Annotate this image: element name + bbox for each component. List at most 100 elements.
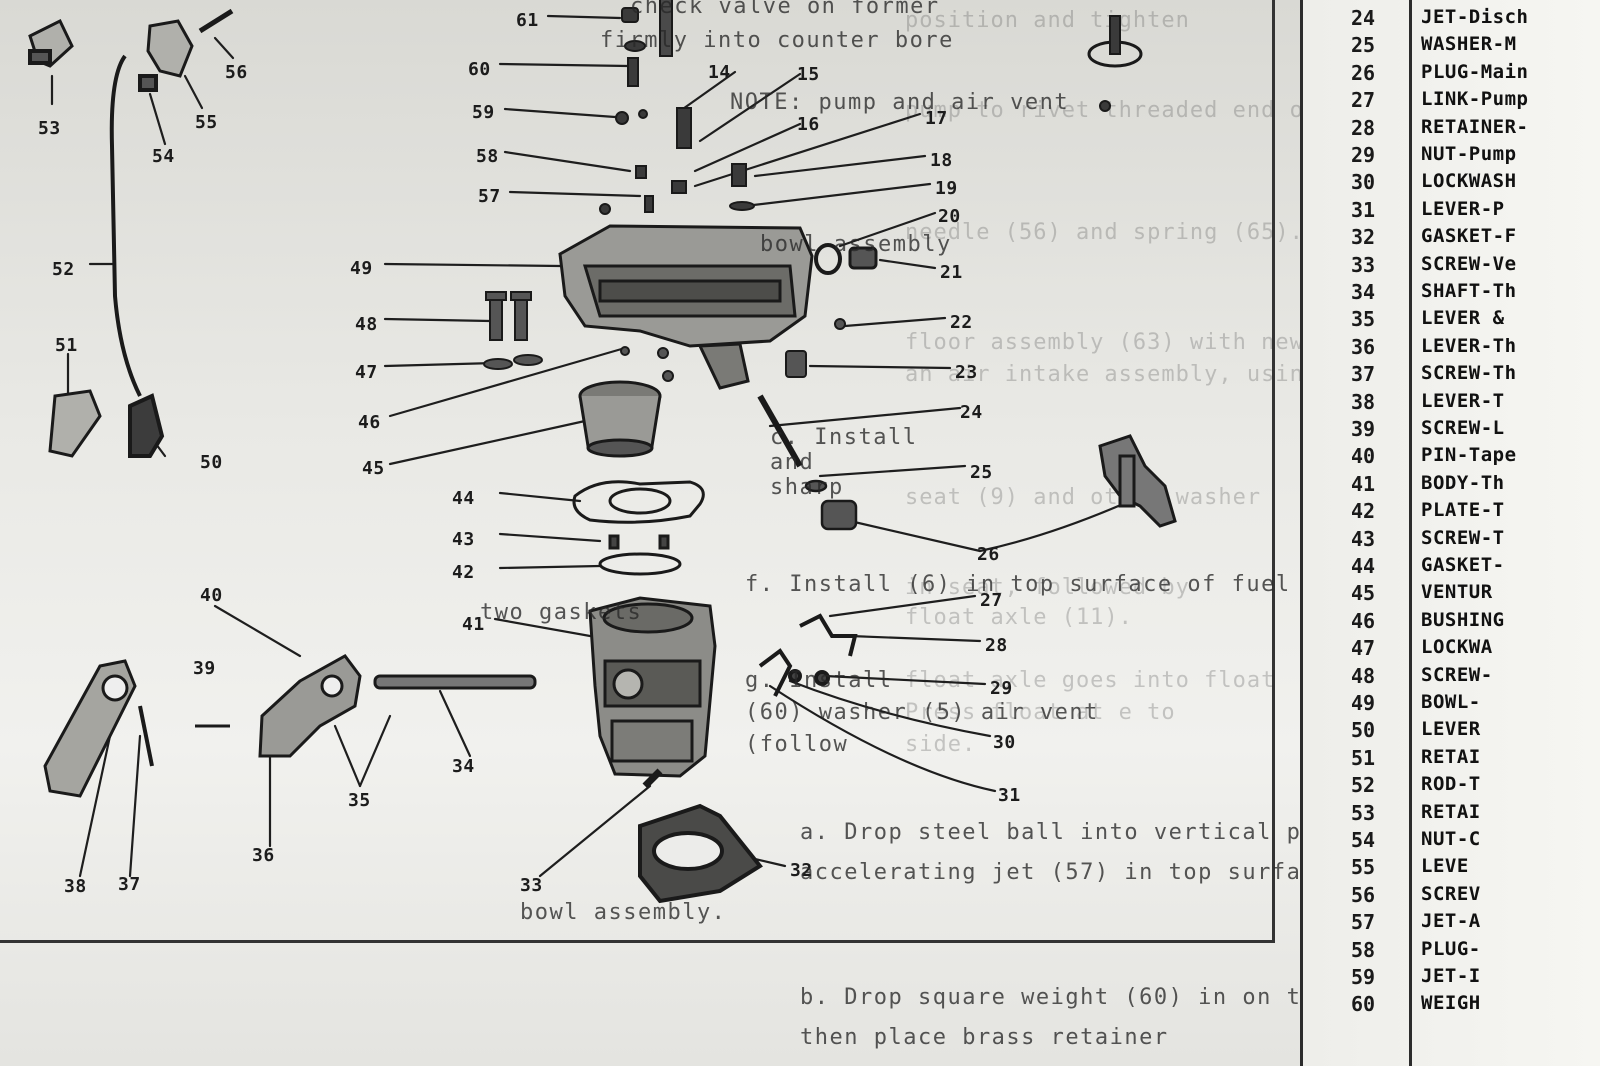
table-row: 54 NUT-C: [1303, 828, 1600, 855]
part-name: GASKET-: [1421, 554, 1505, 576]
part-number: 38: [1350, 389, 1376, 414]
part-number: 45: [1350, 581, 1376, 606]
part-number: 49: [1350, 691, 1376, 715]
carburetor-exploded-diagram: [28, 0, 1177, 904]
part-number: 56: [1350, 882, 1376, 907]
part-name: SCREW-Ve: [1421, 252, 1517, 275]
part-name: SCREW-: [1421, 663, 1493, 686]
part-name: PIN-Tape: [1421, 444, 1517, 467]
part-name: ROD-T: [1421, 773, 1481, 796]
part-name: RETAI: [1421, 800, 1481, 823]
part-number: 39: [1350, 417, 1376, 441]
part-number: 44: [1350, 554, 1376, 578]
table-row: 48 SCREW-: [1303, 664, 1600, 691]
table-row: 59 JET-I: [1303, 965, 1600, 992]
part-number: 24: [1350, 6, 1376, 30]
table-row: 46 BUSHING: [1303, 609, 1600, 636]
part-name: NUT-C: [1421, 828, 1481, 850]
part-name: JET-I: [1421, 965, 1481, 987]
table-row: 35 LEVER &: [1303, 307, 1600, 334]
part-name: LEVER &: [1421, 307, 1505, 330]
part-name: LEVER: [1421, 718, 1481, 741]
part-name: SCREV: [1421, 882, 1481, 905]
part-number: 42: [1350, 499, 1376, 524]
part-name: SCREW-Th: [1421, 362, 1517, 385]
part-number: 37: [1350, 362, 1376, 387]
part-name: SCREW-L: [1421, 417, 1505, 439]
table-row: 53 RETAI: [1303, 801, 1600, 828]
part-number: 43: [1350, 526, 1376, 551]
part-number: 50: [1350, 718, 1376, 743]
part-name: LEVE: [1421, 855, 1469, 878]
part-name: LEVER-Th: [1421, 334, 1517, 357]
table-row: 43 SCREW-T: [1303, 527, 1600, 554]
part-name: PLUG-: [1421, 937, 1481, 960]
part-name: SCREW-T: [1421, 526, 1505, 549]
table-row: 30 LOCKWASH: [1303, 170, 1600, 197]
part-number: 47: [1350, 636, 1376, 661]
part-number: 48: [1350, 663, 1376, 688]
table-row: 44 GASKET-: [1303, 554, 1600, 581]
part-name: SHAFT-Th: [1421, 280, 1517, 302]
part-name: BOWL-: [1421, 691, 1481, 713]
part-name: LOCKWA: [1421, 636, 1493, 659]
instruction-line: then place brass retainer: [800, 1025, 1169, 1050]
part-number: 46: [1350, 608, 1376, 633]
table-row: 50 LEVER: [1303, 718, 1600, 745]
part-name: GASKET-F: [1421, 225, 1517, 248]
table-row: 36 LEVER-Th: [1303, 335, 1600, 362]
table-row: 55 LEVE: [1303, 855, 1600, 882]
part-number: 53: [1350, 800, 1376, 825]
part-number: 36: [1350, 334, 1376, 359]
table-row: 52 ROD-T: [1303, 773, 1600, 800]
part-number: 33: [1350, 252, 1376, 277]
part-number: 52: [1350, 773, 1376, 798]
table-row: 49 BOWL-: [1303, 691, 1600, 718]
table-row: 57 JET-A: [1303, 910, 1600, 937]
part-number: 57: [1350, 910, 1376, 935]
part-number: 51: [1350, 745, 1376, 770]
part-number: 58: [1350, 937, 1376, 962]
part-number: 32: [1350, 225, 1376, 250]
part-number: 55: [1350, 855, 1376, 880]
table-row: 56 SCREV: [1303, 883, 1600, 910]
part-name: JET-Disch: [1421, 6, 1529, 28]
table-row: 45 VENTUR: [1303, 581, 1600, 608]
part-name: LOCKWASH: [1421, 170, 1517, 193]
part-number: 60: [1350, 992, 1376, 1017]
exploded-diagram-frame: [0, 0, 1275, 943]
part-number: 41: [1350, 471, 1376, 496]
part-name: JET-A: [1421, 910, 1481, 933]
part-name: PLUG-Main: [1421, 60, 1529, 83]
part-name: LEVER-P: [1421, 197, 1505, 220]
table-row: 41 BODY-Th: [1303, 472, 1600, 499]
part-number: 27: [1350, 88, 1376, 113]
part-number: 26: [1350, 60, 1376, 85]
part-number: 29: [1350, 143, 1376, 167]
part-name: NUT-Pump: [1421, 143, 1517, 165]
part-name: RETAINER-: [1421, 115, 1529, 138]
part-number: 54: [1350, 828, 1376, 852]
table-row: 27 LINK-Pump: [1303, 88, 1600, 115]
part-number: 59: [1350, 965, 1376, 989]
part-name: PLATE-T: [1421, 499, 1505, 522]
part-name: BODY-Th: [1421, 471, 1505, 494]
part-number: 30: [1350, 170, 1376, 195]
table-row: 42 PLATE-T: [1303, 499, 1600, 526]
part-number: 35: [1350, 307, 1376, 332]
table-row: 26 PLUG-Main: [1303, 61, 1600, 88]
table-row: 32 GASKET-F: [1303, 225, 1600, 252]
table-row: 24 JET-Disch: [1303, 6, 1600, 33]
part-name: BUSHING: [1421, 608, 1505, 631]
table-row: 47 LOCKWA: [1303, 636, 1600, 663]
part-name: VENTUR: [1421, 581, 1493, 604]
part-name: LINK-Pump: [1421, 88, 1529, 111]
part-name: WASHER-M: [1421, 33, 1517, 56]
